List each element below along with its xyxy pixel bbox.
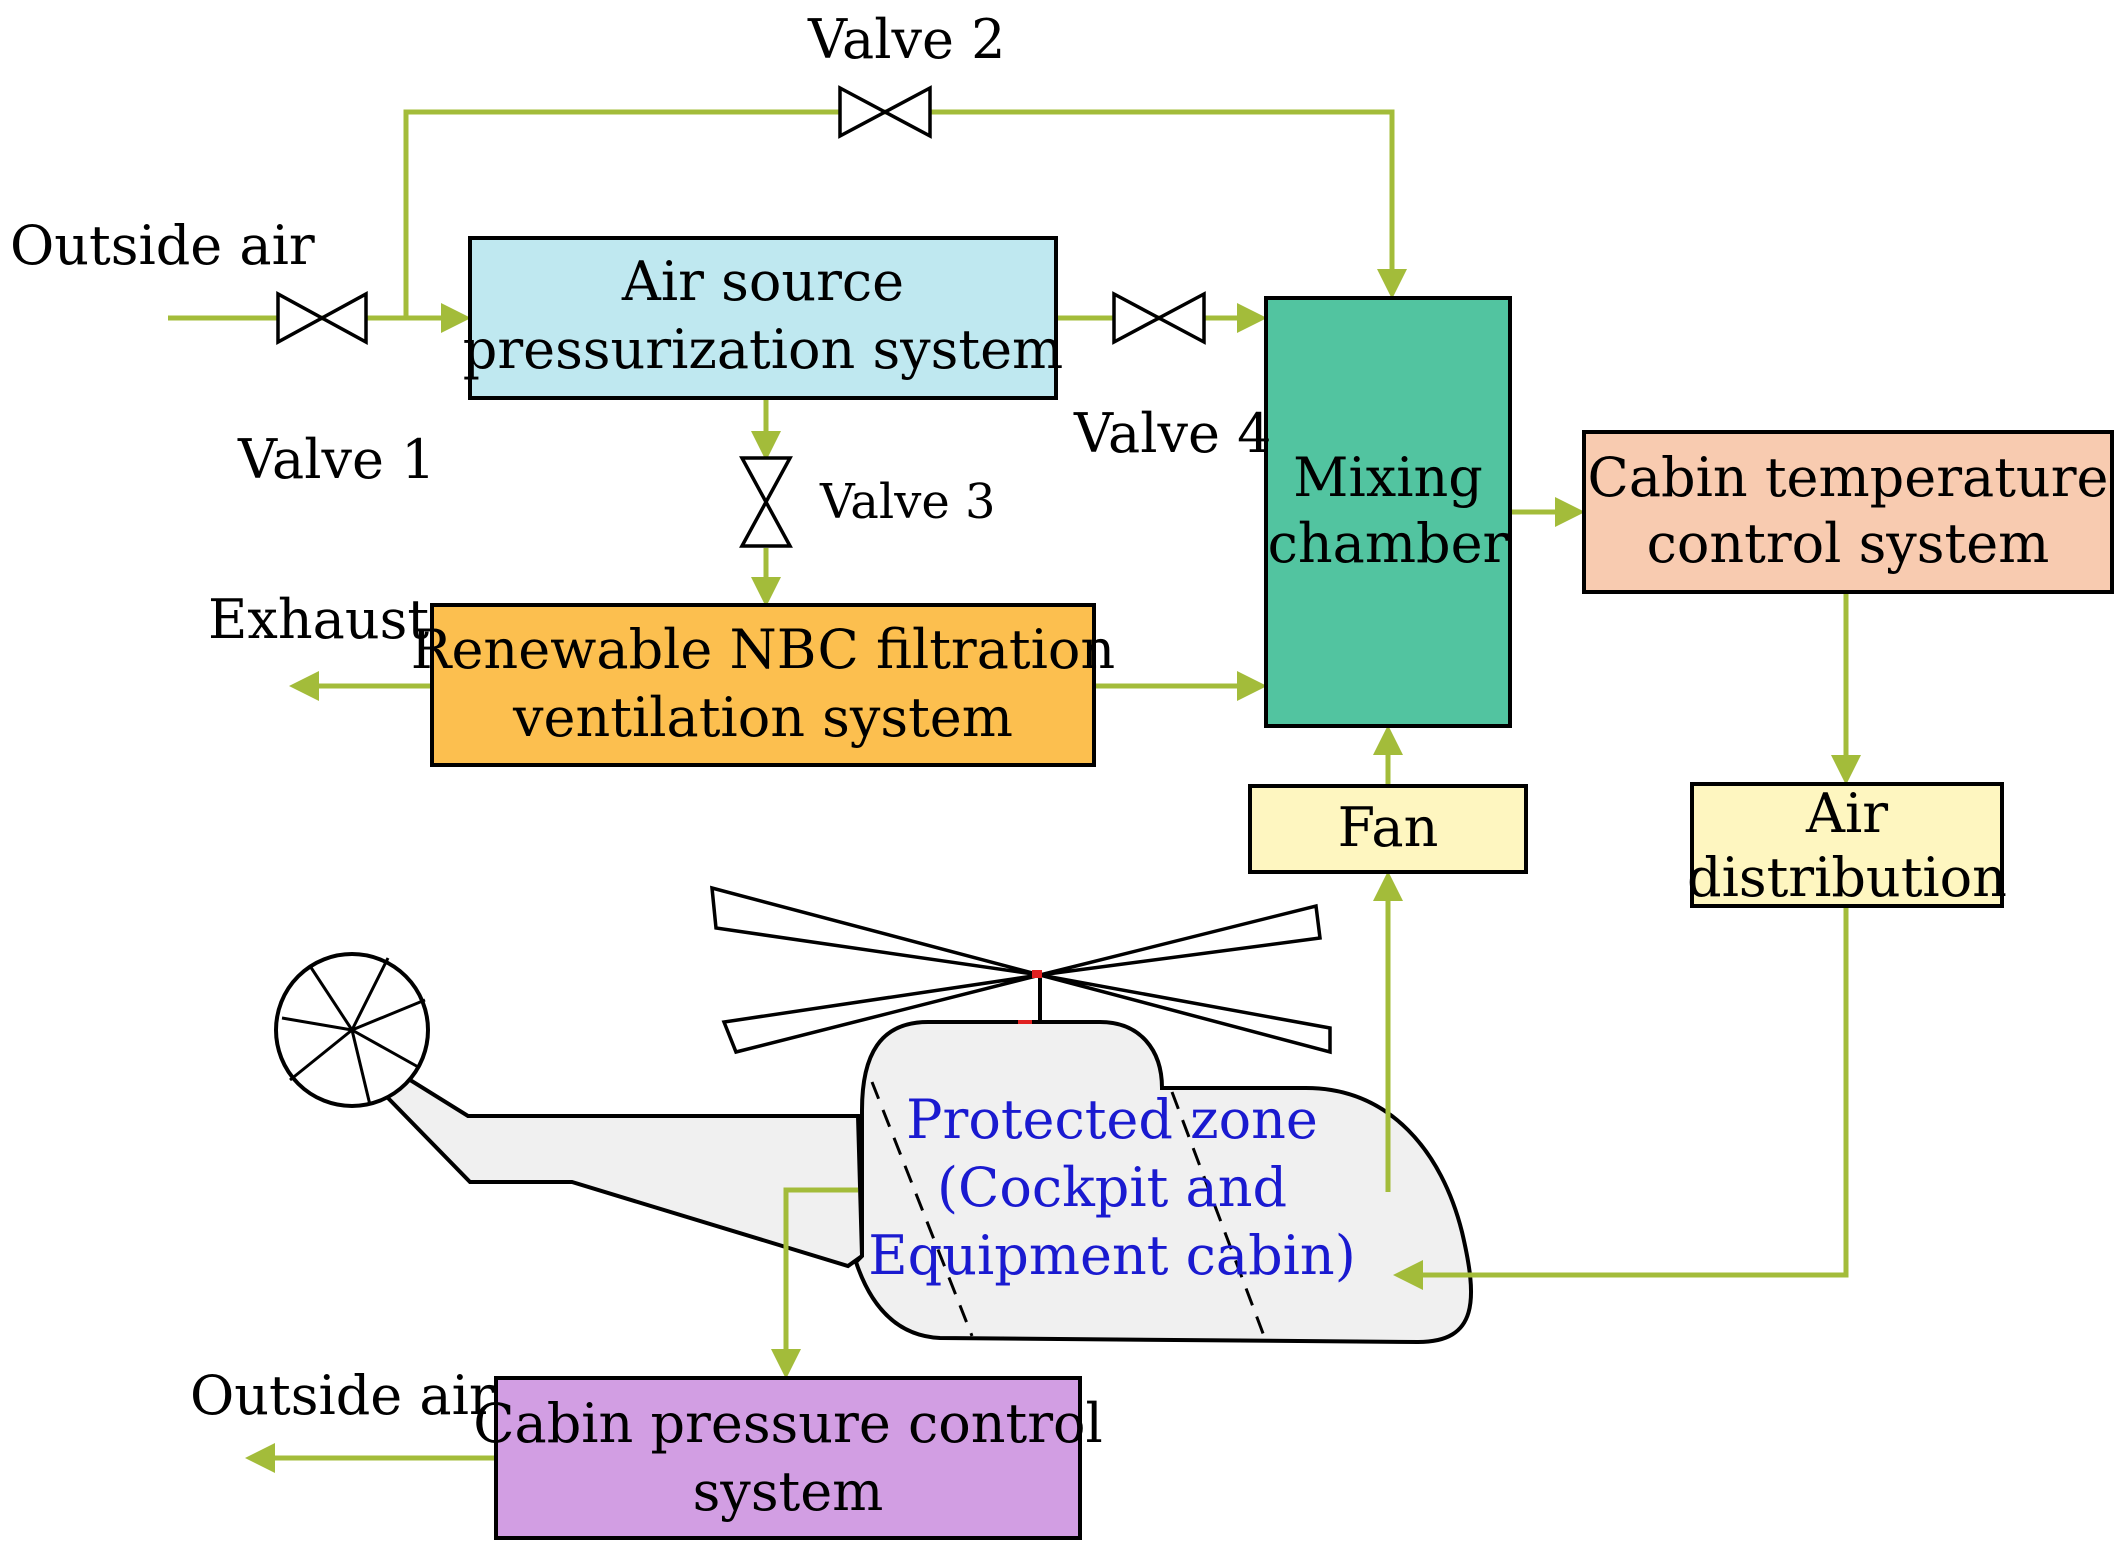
main-rotor-icon — [710, 885, 1332, 1055]
flow-distribution-to-zone — [1393, 908, 1849, 1290]
exhaust-label: Exhaust — [208, 588, 429, 651]
mixing-line-1: Mixing — [1293, 446, 1483, 509]
air-distribution-line-1: Air — [1805, 782, 1888, 845]
outside-air-outlet-label: Outside air — [190, 1364, 495, 1427]
cabin-pressure-box: Cabin pressure control system — [473, 1376, 1103, 1540]
valve-2-label: Valve 2 — [807, 8, 1006, 71]
tail-rotor-blades — [281, 957, 426, 1106]
outside-air-inlet-label: Outside air — [10, 214, 315, 277]
cabin-temp-line-2: control system — [1647, 512, 2050, 575]
helicopter-tail-boom — [374, 1055, 865, 1269]
fan-label: Fan — [1338, 796, 1439, 859]
air-distribution-line-2: distribution — [1687, 846, 2007, 909]
flow-zone-to-cabin-pressure — [771, 1187, 858, 1379]
valve-2-icon — [838, 85, 932, 139]
nbc-filtration-box: Renewable NBC filtration ventilation sys… — [411, 603, 1115, 767]
cabin-temp-line-1: Cabin temperature — [1588, 446, 2109, 509]
cabin-pressure-line-1: Cabin pressure control — [473, 1392, 1103, 1455]
protected-zone-line-2: (Cockpit and — [937, 1156, 1287, 1219]
nbc-line-1: Renewable NBC filtration — [411, 618, 1115, 681]
air-source-line-1: Air source — [621, 250, 904, 313]
helicopter-illustration — [274, 885, 1474, 1345]
cabin-temperature-box: Cabin temperature control system — [1582, 430, 2114, 594]
protected-zone-line-3: Equipment cabin) — [868, 1224, 1356, 1287]
protected-zone-label: Protected zone (Cockpit and Equipment ca… — [868, 1088, 1356, 1287]
helicopter-fuselage — [853, 1020, 1474, 1345]
valve-4-label: Valve 4 — [1073, 402, 1272, 465]
valve-3-icon — [739, 456, 793, 548]
mixing-line-2: chamber — [1268, 512, 1509, 575]
cockpit-divider-line — [870, 1081, 974, 1337]
air-source-box: Air source pressurization system — [463, 236, 1064, 400]
valve-1-label: Valve 1 — [237, 428, 436, 491]
cabin-pressure-line-2: system — [693, 1460, 884, 1523]
valve-1-icon — [276, 291, 368, 345]
valve-3-label: Valve 3 — [819, 474, 996, 530]
fan-box: Fan — [1248, 784, 1528, 874]
mixing-chamber-box: Mixing chamber — [1264, 296, 1512, 728]
equipment-divider-line — [1170, 1091, 1266, 1337]
valve-4-icon — [1112, 291, 1206, 345]
nbc-line-2: ventilation system — [512, 686, 1013, 749]
air-distribution-box: Air distribution — [1687, 782, 2007, 909]
protected-zone-line-1: Protected zone — [906, 1088, 1318, 1151]
air-source-line-2: pressurization system — [463, 318, 1064, 381]
